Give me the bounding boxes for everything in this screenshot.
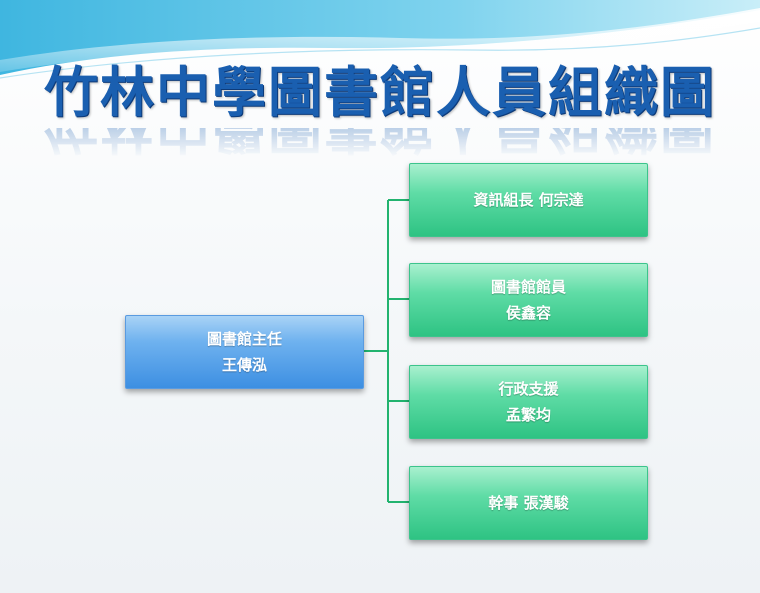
member-box-info: 資訊組長 何宗達	[409, 163, 648, 237]
page-title: 竹林中學圖書館人員組織圖	[44, 61, 716, 124]
member-box-admin-support: 行政支援 孟繁均	[409, 365, 648, 439]
member-title: 圖書館館員	[490, 278, 566, 296]
header-wave-decoration	[0, 0, 760, 79]
head-box: 圖書館主任 王傳泓	[125, 315, 364, 389]
member-box-librarian: 圖書館館員 侯鑫容	[409, 263, 648, 337]
title-area: 竹林中學圖書館人員組織圖 竹林中學圖書館人員組織圖	[0, 61, 760, 159]
member-line: 資訊組長 何宗達	[473, 191, 584, 209]
member-name: 孟繁均	[505, 406, 551, 424]
member-line: 幹事 張漢駿	[488, 494, 569, 512]
head-name: 王傳泓	[221, 356, 267, 374]
member-name: 侯鑫容	[505, 304, 551, 322]
member-box-clerk: 幹事 張漢駿	[409, 466, 648, 540]
head-title: 圖書館主任	[206, 330, 282, 348]
member-title: 行政支援	[498, 380, 559, 398]
